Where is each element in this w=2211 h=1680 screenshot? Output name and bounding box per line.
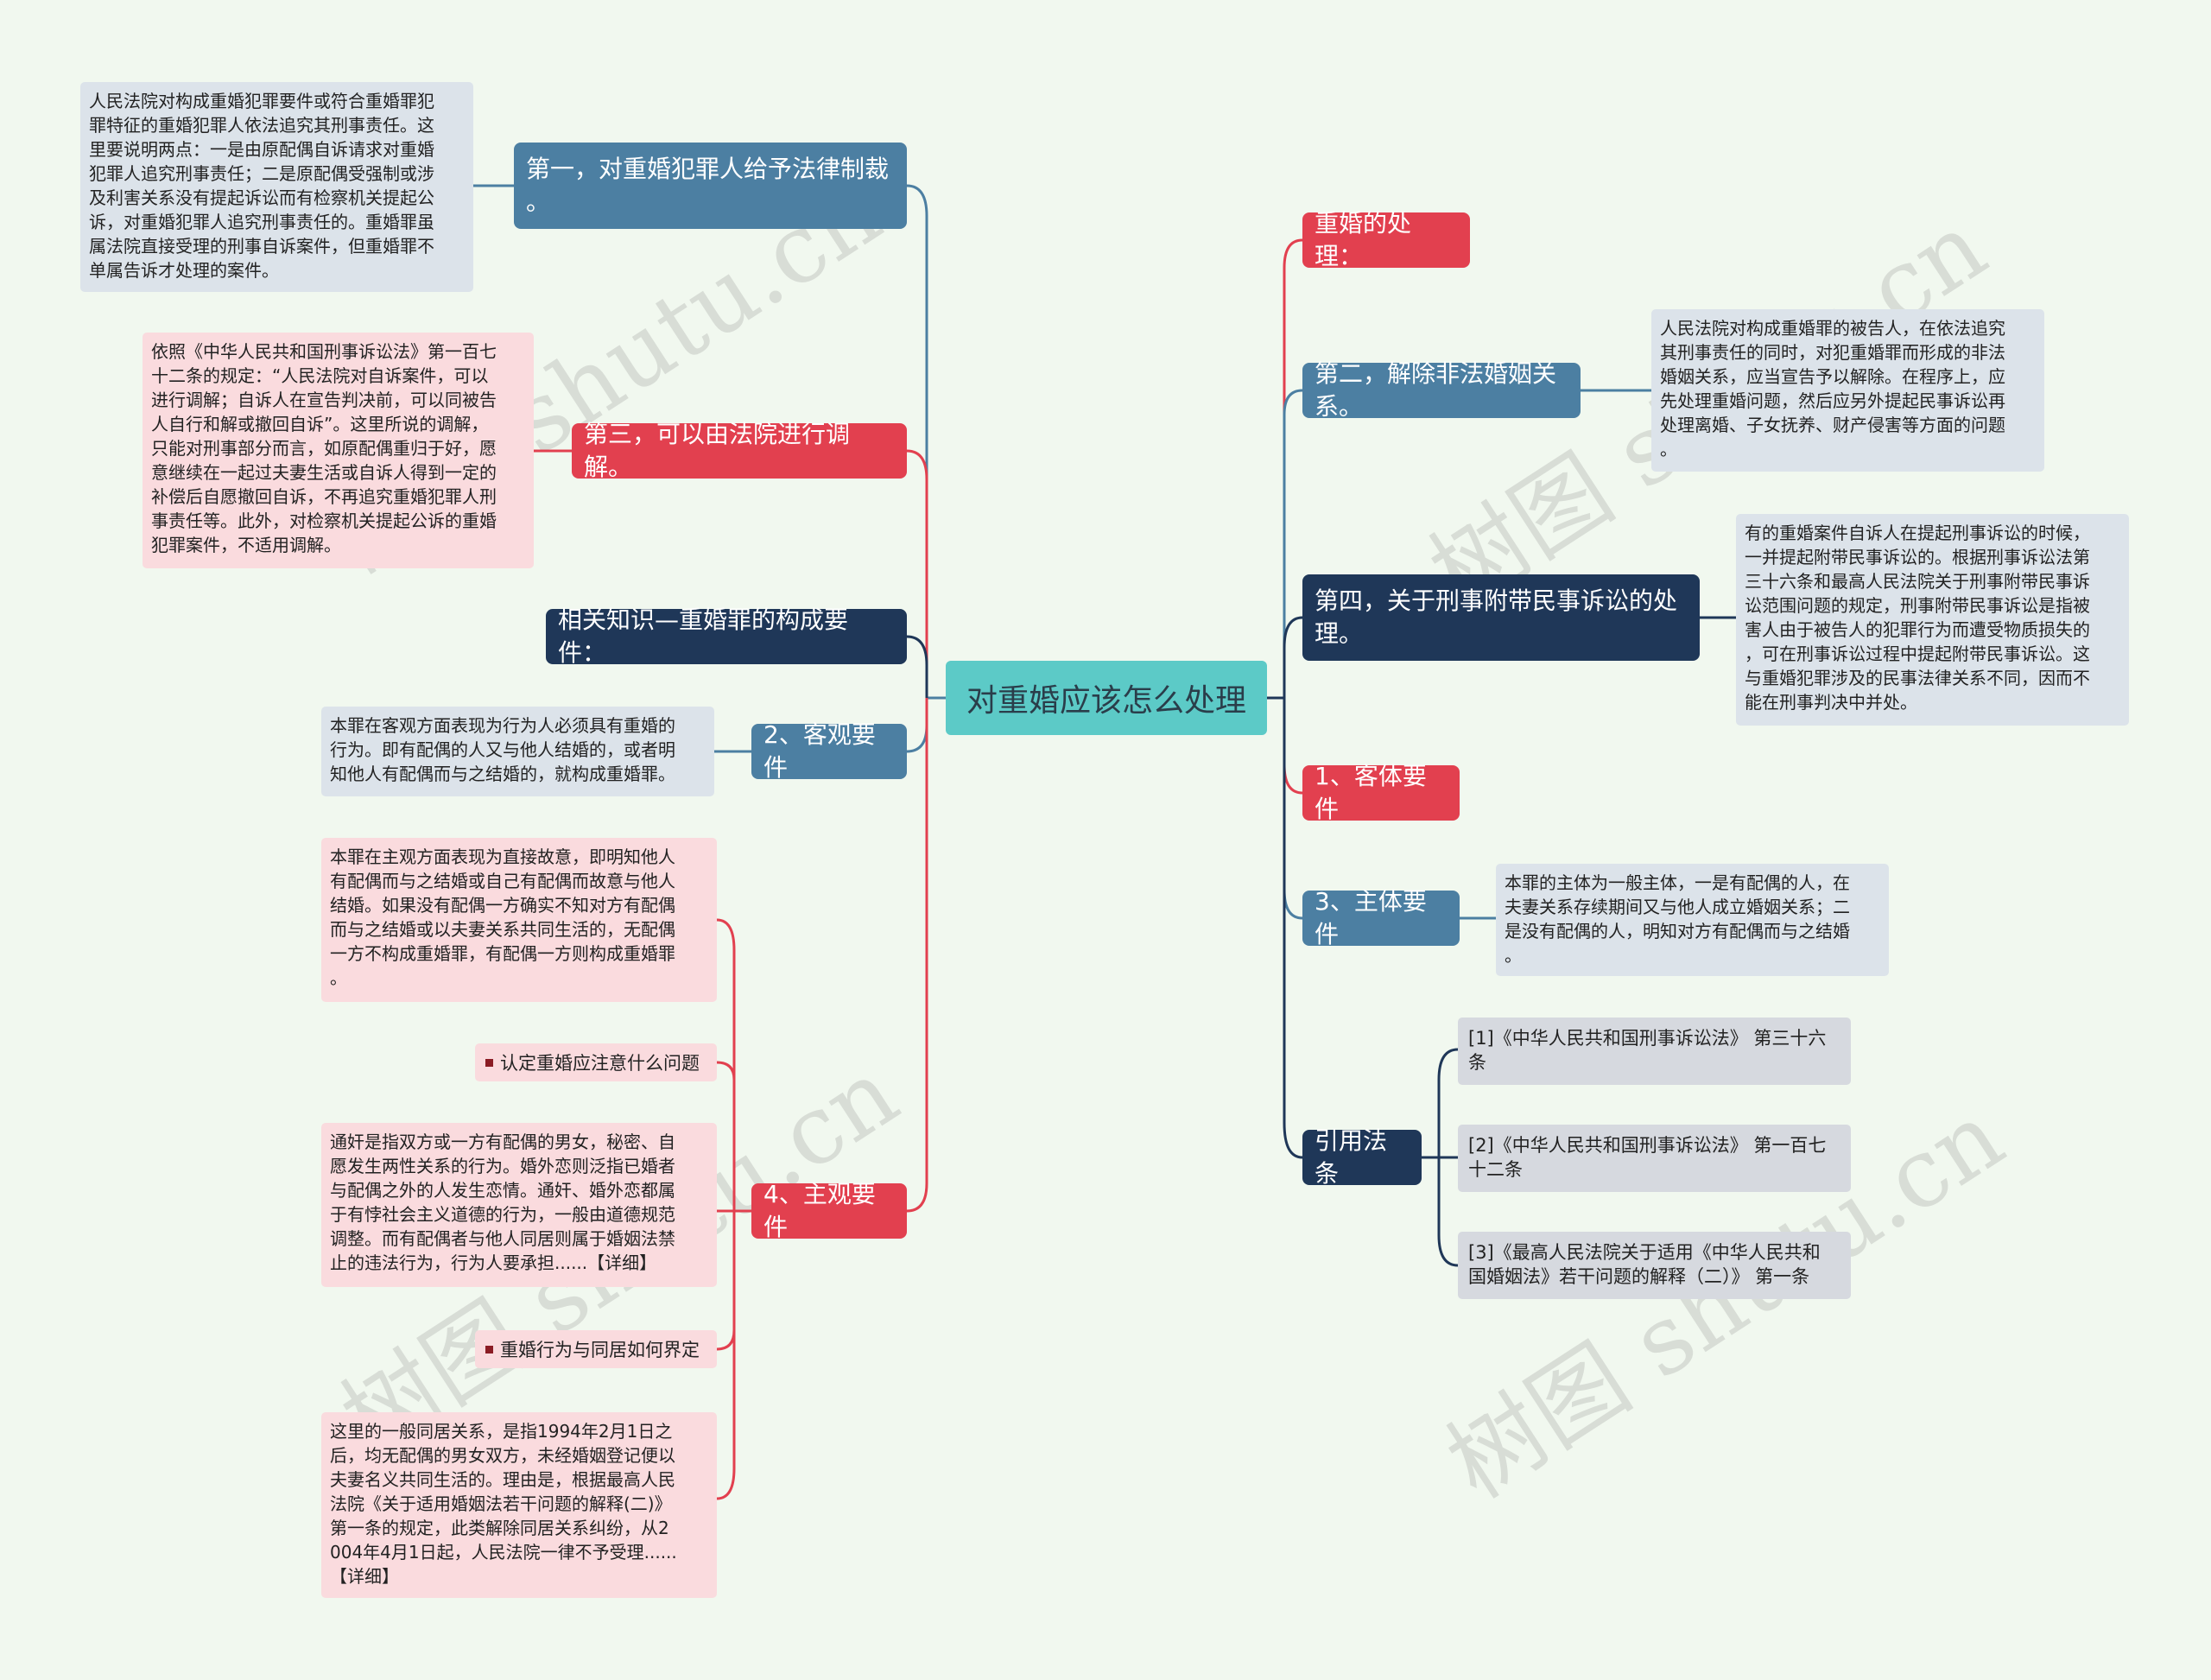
law-ref-2-text: [2]《中华人民共和国刑事诉讼法》 第一百七 十二条 xyxy=(1468,1135,1827,1180)
note-third-text: 依照《中华人民共和国刑事诉讼法》第一百七 十二条的规定：“人民法院对自诉案件，可… xyxy=(151,341,497,555)
branch-subject-label: 3、主体要件 xyxy=(1315,887,1427,948)
link-recognize-bigamy[interactable]: 认定重婚应注意什么问题 xyxy=(475,1043,717,1081)
note-subject-text: 本罪的主体为一般主体，一是有配偶的人，在 夫妻关系存续期间又与他人成立婚姻关系；… xyxy=(1505,872,1850,966)
note-objective: 本罪在客观方面表现为行为人必须具有重婚的 行为。即有配偶的人又与他人结婚的，或者… xyxy=(321,707,714,796)
note-first: 人民法院对构成重婚犯罪要件或符合重婚罪犯 罪特征的重婚犯罪人依法追究其刑事责任。… xyxy=(80,82,473,292)
note-subjective-1-text: 本罪在主观方面表现为直接故意，即明知他人 有配偶而与之结婚或自己有配偶而故意与他… xyxy=(330,846,675,988)
branch-subject[interactable]: 3、主体要件 xyxy=(1302,887,1460,948)
branch-third-label: 第三，可以由法院进行调解。 xyxy=(584,420,851,481)
branch-second[interactable]: 第二，解除非法婚姻关系。 xyxy=(1302,359,1581,421)
law-ref-3[interactable]: [3]《最高人民法院关于适用《中华人民共和 国婚姻法》若干问题的解释（二）》 第… xyxy=(1458,1232,1851,1299)
branch-related-label: 相关知识—重婚罪的构成要件： xyxy=(558,605,849,667)
note-subjective-2-text: 通奸是指双方或一方有配偶的男女，秘密、自 愿发生两性关系的行为。婚外恋则泛指已婚… xyxy=(330,1132,675,1273)
note-subjective-1: 本罪在主观方面表现为直接故意，即明知他人 有配偶而与之结婚或自己有配偶而故意与他… xyxy=(321,838,717,1002)
branch-third[interactable]: 第三，可以由法院进行调解。 xyxy=(572,420,907,481)
note-first-text: 人民法院对构成重婚犯罪要件或符合重婚罪犯 罪特征的重婚犯罪人依法追究其刑事责任。… xyxy=(89,91,434,281)
branch-related-knowledge[interactable]: 相关知识—重婚罪的构成要件： xyxy=(546,605,907,667)
link-bigamy-cohabitation-label: 重婚行为与同居如何界定 xyxy=(500,1340,700,1360)
law-ref-1-text: [1]《中华人民共和国刑事诉讼法》 第三十六 条 xyxy=(1468,1028,1827,1073)
branch-object[interactable]: 1、客体要件 xyxy=(1302,762,1460,823)
link-bigamy-cohabitation[interactable]: 重婚行为与同居如何界定 xyxy=(475,1330,717,1368)
note-subjective-3: 这里的一般同居关系，是指1994年2月1日之 后，均无配偶的男女双方，未经婚姻登… xyxy=(321,1412,717,1598)
branch-subjective[interactable]: 4、主观要件 xyxy=(751,1180,907,1241)
root-topic-label: 对重婚应该怎么处理 xyxy=(966,683,1246,719)
bullet-icon xyxy=(485,1345,493,1354)
root-topic[interactable]: 对重婚应该怎么处理 xyxy=(946,661,1267,735)
branch-objective[interactable]: 2、客观要件 xyxy=(751,720,907,782)
note-subjective-2: 通奸是指双方或一方有配偶的男女，秘密、自 愿发生两性关系的行为。婚外恋则泛指已婚… xyxy=(321,1123,717,1287)
note-second: 人民法院对构成重婚罪的被告人，在依法追究 其刑事责任的同时，对犯重婚罪而形成的非… xyxy=(1651,309,2044,472)
note-objective-text: 本罪在客观方面表现为行为人必须具有重婚的 行为。即有配偶的人又与他人结婚的，或者… xyxy=(330,715,675,784)
branch-fourth-label: 第四，关于刑事附带民事诉讼的处 理。 xyxy=(1315,586,1678,648)
branch-fourth[interactable]: 第四，关于刑事附带民事诉讼的处 理。 xyxy=(1302,574,1700,661)
law-ref-2[interactable]: [2]《中华人民共和国刑事诉讼法》 第一百七 十二条 xyxy=(1458,1125,1851,1192)
note-fourth: 有的重婚案件自诉人在提起刑事诉讼的时候， 一并提起附带民事诉讼的。根据刑事诉讼法… xyxy=(1736,514,2129,726)
branch-handling[interactable]: 重婚的处理： xyxy=(1302,209,1470,270)
branch-second-label: 第二，解除非法婚姻关系。 xyxy=(1315,359,1557,421)
branch-laws[interactable]: 引用法条 xyxy=(1302,1126,1422,1188)
branch-handling-label: 重婚的处理： xyxy=(1315,209,1412,270)
law-ref-3-text: [3]《最高人民法院关于适用《中华人民共和 国婚姻法》若干问题的解释（二）》 第… xyxy=(1468,1242,1821,1287)
branch-first-label: 第一，对重婚犯罪人给予法律制裁 。 xyxy=(526,155,890,216)
branch-laws-label: 引用法条 xyxy=(1315,1126,1388,1188)
note-third: 依照《中华人民共和国刑事诉讼法》第一百七 十二条的规定：“人民法院对自诉案件，可… xyxy=(143,333,534,568)
note-subjective-3-text: 这里的一般同居关系，是指1994年2月1日之 后，均无配偶的男女双方，未经婚姻登… xyxy=(330,1421,677,1587)
bullet-icon xyxy=(485,1058,493,1067)
link-recognize-bigamy-label: 认定重婚应注意什么问题 xyxy=(500,1053,700,1074)
note-second-text: 人民法院对构成重婚罪的被告人，在依法追究 其刑事责任的同时，对犯重婚罪而形成的非… xyxy=(1660,318,2005,460)
branch-objective-label: 2、客观要件 xyxy=(763,720,876,782)
branch-object-label: 1、客体要件 xyxy=(1315,762,1427,823)
law-ref-1[interactable]: [1]《中华人民共和国刑事诉讼法》 第三十六 条 xyxy=(1458,1018,1851,1085)
branch-first[interactable]: 第一，对重婚犯罪人给予法律制裁 。 xyxy=(514,143,907,229)
note-subject: 本罪的主体为一般主体，一是有配偶的人，在 夫妻关系存续期间又与他人成立婚姻关系；… xyxy=(1496,864,1889,976)
note-fourth-text: 有的重婚案件自诉人在提起刑事诉讼的时候， 一并提起附带民事诉讼的。根据刑事诉讼法… xyxy=(1745,523,2090,713)
branch-subjective-label: 4、主观要件 xyxy=(763,1180,876,1241)
